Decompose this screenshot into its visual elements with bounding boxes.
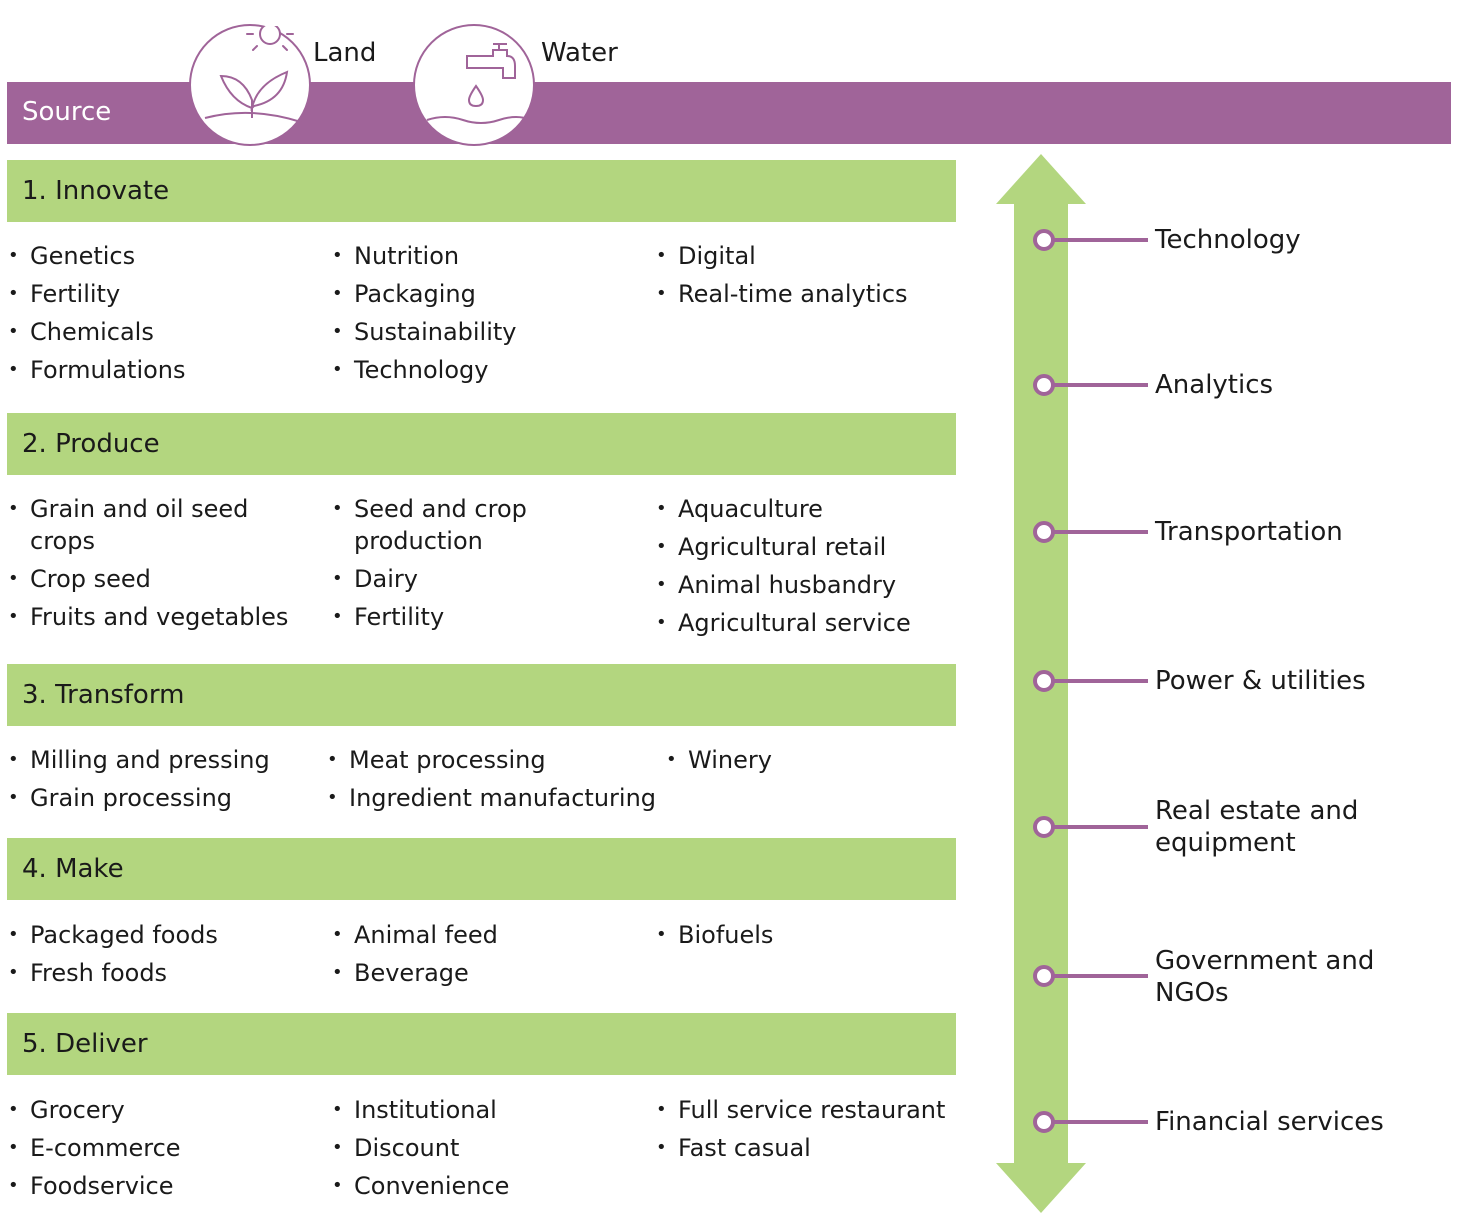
- enabler-financial: Financial services: [1155, 1107, 1384, 1137]
- list-item: Discount: [332, 1132, 459, 1164]
- enabler-technology: Technology: [1155, 225, 1301, 255]
- land-label: Land: [313, 38, 377, 68]
- enabler-power-utilities: Power & utilities: [1155, 666, 1366, 696]
- list-item: Meat processing: [327, 744, 546, 776]
- list-item: Ingredient manufacturing: [327, 782, 656, 814]
- list-item: Genetics: [8, 240, 135, 272]
- list-item: Institutional: [332, 1094, 497, 1126]
- list-item: Grain and oil seed crops: [8, 493, 280, 557]
- list-item: Chemicals: [8, 316, 154, 348]
- stage-innovate-header: 1. Innovate: [7, 160, 956, 222]
- list-item: Agricultural service: [656, 607, 911, 639]
- stage-deliver-header: 5. Deliver: [7, 1013, 956, 1075]
- list-item: Fresh foods: [8, 957, 167, 989]
- list-item: Packaged foods: [8, 919, 218, 951]
- enabler-transportation: Transportation: [1155, 517, 1343, 547]
- list-item: Animal feed: [332, 919, 498, 951]
- list-item: Sustainability: [332, 316, 517, 348]
- list-item: Fast casual: [656, 1132, 811, 1164]
- stage-make-header: 4. Make: [7, 838, 956, 900]
- enabler-analytics: Analytics: [1155, 370, 1274, 400]
- enabler-real-estate: Real estate and equipment: [1155, 796, 1359, 858]
- faucet-water-icon: [413, 24, 535, 146]
- list-item: Foodservice: [8, 1170, 174, 1202]
- list-item: Convenience: [332, 1170, 509, 1202]
- stage-produce-header: 2. Produce: [7, 413, 956, 475]
- list-item: Agricultural retail: [656, 531, 886, 563]
- list-item: Crop seed: [8, 563, 151, 595]
- list-item: Digital: [656, 240, 756, 272]
- list-item: Fruits and vegetables: [8, 601, 288, 633]
- list-item: Packaging: [332, 278, 476, 310]
- water-label: Water: [541, 38, 618, 68]
- enabler-arrow: [996, 154, 1148, 1213]
- list-item: Beverage: [332, 957, 469, 989]
- list-item: Milling and pressing: [8, 744, 270, 776]
- list-item: Dairy: [332, 563, 418, 595]
- list-item: Aquaculture: [656, 493, 823, 525]
- source-label: Source: [22, 97, 112, 127]
- list-item: Animal husbandry: [656, 569, 896, 601]
- list-item: Biofuels: [656, 919, 773, 951]
- list-item: Real-time analytics: [656, 278, 908, 310]
- list-item: Fertility: [8, 278, 120, 310]
- enabler-government: Government and NGOs: [1155, 946, 1375, 1008]
- list-item: Fertility: [332, 601, 444, 633]
- stage-transform-header: 3. Transform: [7, 664, 956, 726]
- list-item: Winery: [666, 744, 772, 776]
- enabler-connectors: [1033, 229, 1148, 1133]
- list-item: Nutrition: [332, 240, 459, 272]
- list-item: Full service restaurant: [656, 1094, 945, 1126]
- list-item: Formulations: [8, 354, 186, 386]
- plant-sun-icon: [189, 24, 311, 146]
- list-item: Grain processing: [8, 782, 232, 814]
- list-item: Seed and crop production: [332, 493, 584, 557]
- list-item: Grocery: [8, 1094, 125, 1126]
- list-item: Technology: [332, 354, 488, 386]
- list-item: E-commerce: [8, 1132, 181, 1164]
